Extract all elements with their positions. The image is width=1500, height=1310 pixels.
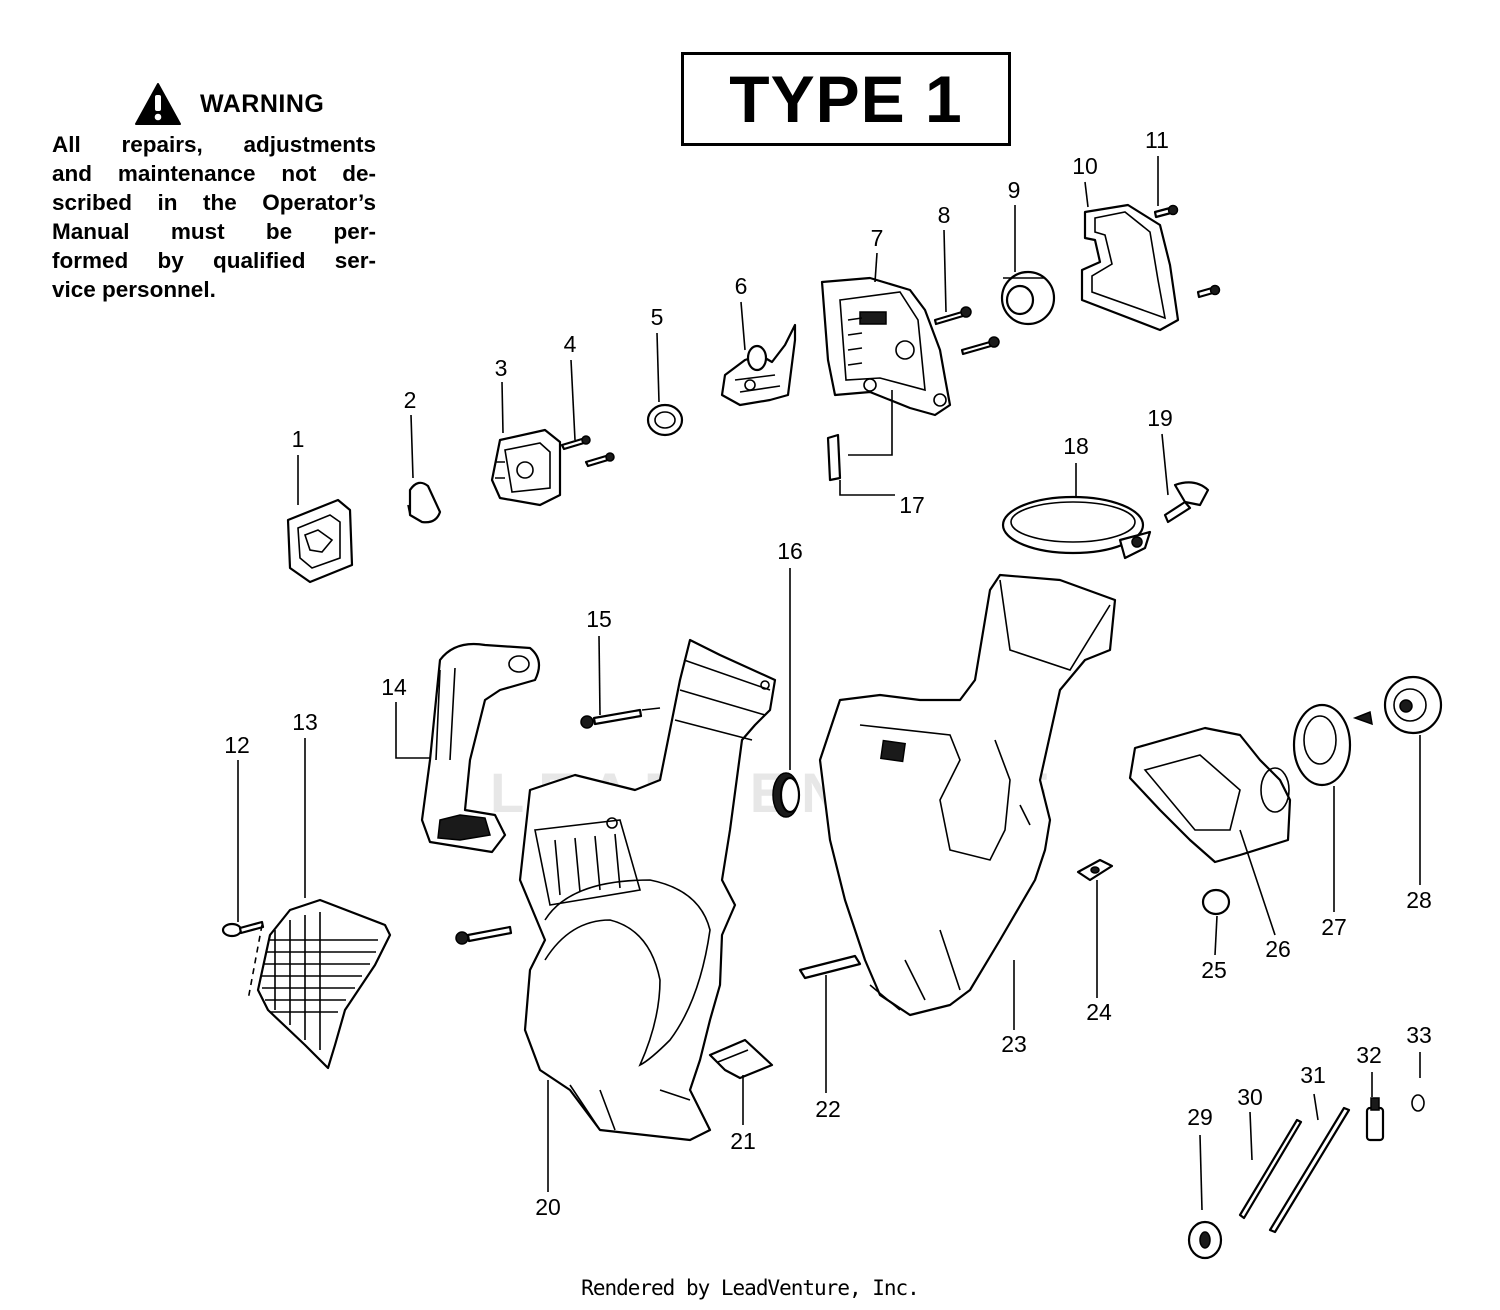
callout-26: 26 xyxy=(1265,936,1291,962)
part-10-plate xyxy=(1080,203,1180,332)
part-2-cap xyxy=(407,481,442,524)
callout-10: 10 xyxy=(1072,153,1098,179)
callout-28: 28 xyxy=(1406,887,1432,913)
part-32-filter xyxy=(1365,1097,1385,1142)
callout-13: 13 xyxy=(292,709,318,735)
part-17-clip xyxy=(826,433,842,482)
part-33-ring xyxy=(1411,1094,1425,1112)
callout-7: 7 xyxy=(871,225,884,251)
callout-8: 8 xyxy=(938,202,951,228)
part-28-wheel xyxy=(1352,675,1443,735)
warning-text: All repairs, adjustments and maintenance… xyxy=(52,130,376,304)
part-22-pin xyxy=(798,954,862,980)
callout-6: 6 xyxy=(735,273,748,299)
warning-block: WARNING All repairs, adjustments and mai… xyxy=(52,82,376,304)
type-label: TYPE 1 xyxy=(681,52,1011,146)
callout-20: 20 xyxy=(535,1194,561,1220)
callout-22: 22 xyxy=(815,1096,841,1122)
part-18-clamp xyxy=(1001,495,1152,560)
callout-12: 12 xyxy=(224,732,250,758)
warning-line: vice personnel. xyxy=(52,277,216,302)
callout-25: 25 xyxy=(1201,957,1227,983)
part-12-screw xyxy=(221,920,265,938)
callout-32: 32 xyxy=(1356,1042,1382,1068)
part-21-clip xyxy=(708,1038,774,1080)
part-16-gear xyxy=(772,772,801,818)
part-3-block xyxy=(490,428,562,507)
part-4-screws xyxy=(560,435,615,468)
callout-2: 2 xyxy=(404,387,417,413)
callout-27: 27 xyxy=(1321,914,1347,940)
part-30-hose xyxy=(1238,1118,1303,1220)
callout-16: 16 xyxy=(777,538,803,564)
part-5-ring xyxy=(646,403,684,437)
warning-line: All repairs, adjustments xyxy=(52,132,376,157)
callout-5: 5 xyxy=(651,304,664,330)
callout-1: 1 xyxy=(292,426,305,452)
callout-18: 18 xyxy=(1063,433,1089,459)
part-20-bolt xyxy=(455,925,513,945)
warning-line: formed by qualified ser- xyxy=(52,248,376,273)
callout-14: 14 xyxy=(381,674,407,700)
part-20-left-housing xyxy=(518,638,777,1142)
part-23-right-housing xyxy=(818,573,1117,1017)
part-25-plug xyxy=(1201,888,1231,916)
callout-15: 15 xyxy=(586,606,612,632)
part-7-cover xyxy=(820,276,952,417)
part-26-intake xyxy=(1128,726,1292,864)
callout-21: 21 xyxy=(730,1128,756,1154)
warning-triangle-icon xyxy=(135,83,181,125)
part-15-bolt xyxy=(580,708,643,729)
callout-30: 30 xyxy=(1237,1084,1263,1110)
callout-3: 3 xyxy=(495,355,508,381)
callout-9: 9 xyxy=(1008,177,1021,203)
callout-19: 19 xyxy=(1147,405,1173,431)
part-1-gasket xyxy=(286,498,354,584)
part-8-bolts xyxy=(933,306,1000,356)
callout-31: 31 xyxy=(1300,1062,1326,1088)
part-9-seal xyxy=(1000,270,1056,326)
warning-line: scribed in the Operator’s xyxy=(52,190,376,215)
part-11-screws xyxy=(1153,204,1221,299)
part-29-washer xyxy=(1187,1220,1223,1260)
part-13-guard xyxy=(256,898,392,1070)
callout-33: 33 xyxy=(1406,1022,1432,1048)
callout-17: 17 xyxy=(899,492,925,518)
warning-title: WARNING xyxy=(200,89,325,118)
callout-4: 4 xyxy=(564,331,577,357)
part-31-hose xyxy=(1268,1106,1351,1234)
warning-line: Manual must be per- xyxy=(52,219,376,244)
warning-line: and maintenance not de- xyxy=(52,161,376,186)
footer-credit: Rendered by LeadVenture, Inc. xyxy=(581,1276,920,1300)
part-6-carburetor xyxy=(720,323,797,407)
callout-29: 29 xyxy=(1187,1104,1213,1130)
callout-23: 23 xyxy=(1001,1031,1027,1057)
callout-11: 11 xyxy=(1145,127,1169,153)
part-27-ring xyxy=(1292,703,1352,787)
part-19-knob xyxy=(1163,481,1210,524)
callout-24: 24 xyxy=(1086,999,1112,1025)
warning-header: WARNING xyxy=(134,82,376,126)
part-14-handle xyxy=(420,642,541,854)
part-24-bushing xyxy=(1076,858,1114,882)
